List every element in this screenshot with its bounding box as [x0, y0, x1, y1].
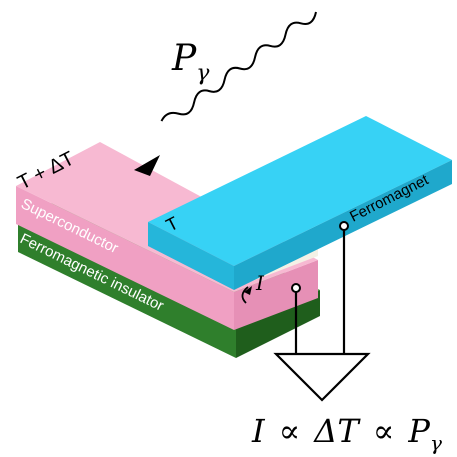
wiring	[294, 228, 346, 354]
meter-triangle	[273, 352, 371, 402]
current-loop-arrow	[241, 286, 249, 304]
photon-arrowhead	[134, 155, 160, 176]
current-loop-arrowhead	[244, 286, 252, 295]
contact-superconductor	[291, 283, 301, 293]
photon-label: Pγ	[171, 38, 210, 86]
photon-arrow	[160, 11, 317, 122]
current-label: I	[255, 271, 265, 295]
proportionality-relation: I ∝ ΔT ∝ Pγ	[251, 412, 442, 455]
contact-ferromagnet	[339, 221, 349, 231]
